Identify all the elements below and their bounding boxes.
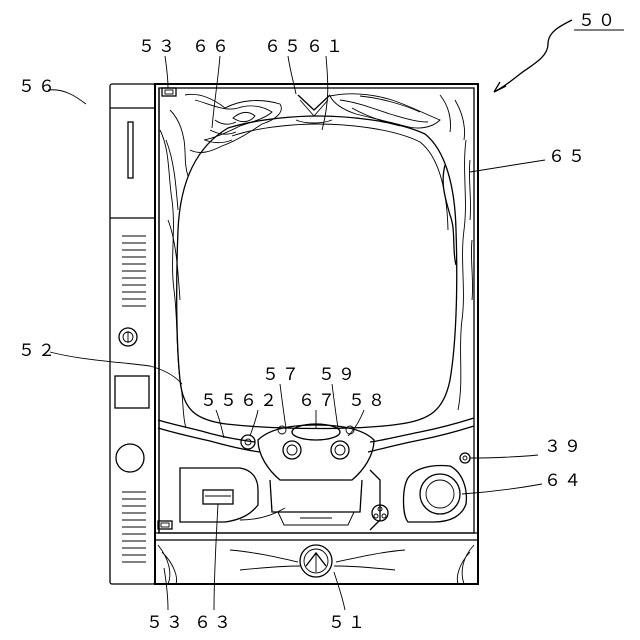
label-53-bottom: ５３: [146, 613, 186, 633]
label-50: ５０: [578, 11, 618, 31]
side-panel-vent-lower: [122, 492, 146, 562]
left-tray: [180, 468, 258, 522]
side-hole: [460, 453, 470, 463]
pocket-right: [331, 441, 349, 459]
bottom-panel: [158, 545, 474, 584]
label-57: ５７: [262, 365, 302, 385]
label-51: ５１: [328, 613, 368, 633]
side-panel: [110, 84, 155, 584]
label-62: ６２: [240, 391, 280, 411]
connector-bottom: [158, 521, 172, 529]
label-61: ６１: [306, 37, 346, 57]
label-59: ５９: [318, 365, 358, 385]
label-67: ６７: [298, 391, 338, 411]
label-56: ５６: [18, 77, 58, 97]
label-63: ６３: [194, 613, 234, 633]
label-52: ５２: [18, 341, 58, 361]
label-65-top: ６５: [264, 37, 304, 57]
label-66: ６６: [192, 37, 232, 57]
side-panel-dial: [116, 444, 144, 472]
label-55: ５５: [200, 391, 240, 411]
cabinet-frame: [155, 84, 478, 584]
label-39: ３９: [544, 437, 584, 457]
label-65-right: ６５: [548, 147, 588, 167]
board-decorations: [160, 94, 473, 428]
lower-play-area: [158, 418, 474, 530]
pocket-left: [283, 441, 301, 459]
connector-top: [162, 88, 176, 96]
label-58: ５８: [348, 391, 388, 411]
side-panel-window: [115, 376, 149, 408]
ball-outlet: [203, 490, 233, 504]
center-module: [258, 425, 374, 480]
label-53-top: ５３: [138, 37, 178, 57]
side-panel-vent-upper: [122, 236, 146, 306]
display-window: [177, 116, 457, 429]
label-64: ６４: [544, 471, 584, 491]
